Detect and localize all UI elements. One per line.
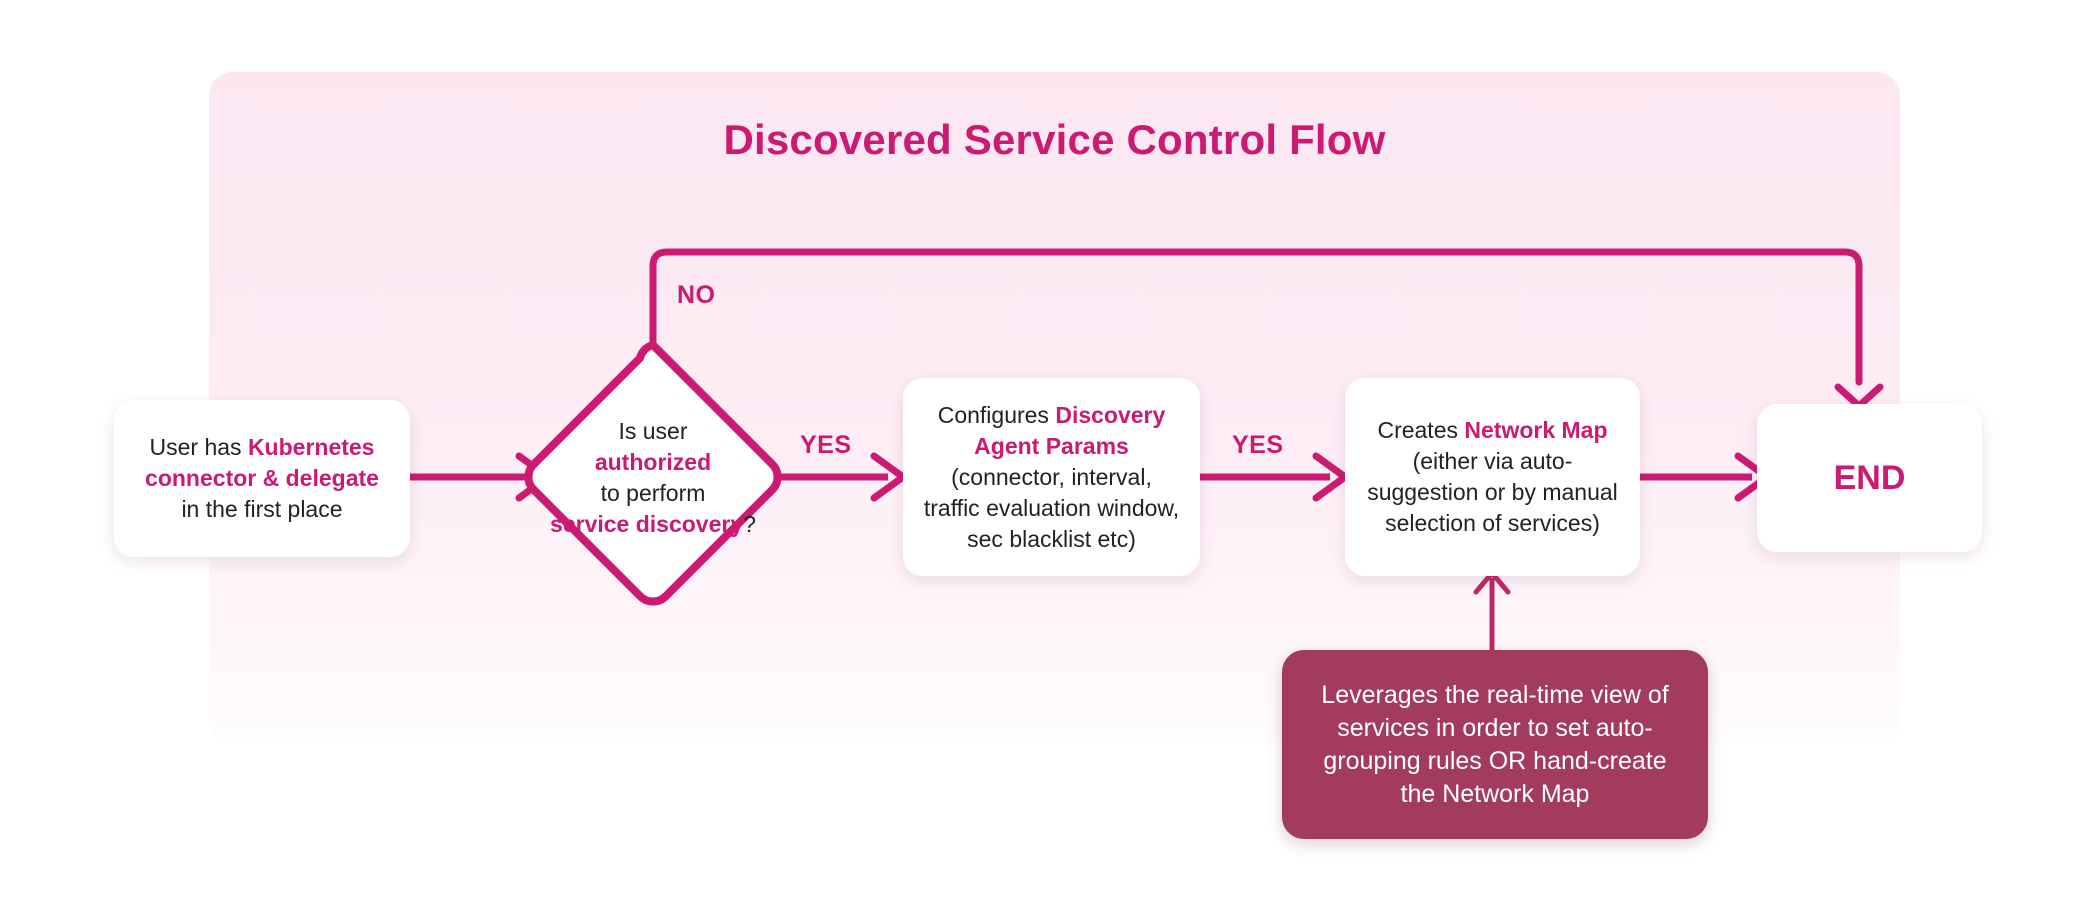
network-map-node-line-3: suggestion or by manual [1367,479,1618,505]
note-line-3: grouping rules OR hand-create [1323,746,1667,775]
start-node-line-1: User has Kubernetes [149,434,375,460]
decision-node[interactable]: Is user authorized to perform service di… [533,400,773,555]
decision-node-shape[interactable] [524,341,782,606]
network-map-node-line-4: selection of services) [1385,510,1600,536]
configure-node-line-3: (connector, interval, [951,463,1152,490]
start-node-label: User has Kubernetes connector & delegate… [145,432,379,525]
configure-node-label: Configures Discovery Agent Params (conne… [924,400,1179,555]
network-map-node-shape[interactable] [1345,378,1640,576]
note-line-1: Leverages the real-time view of [1321,680,1669,709]
configure-node-line-5: sec blacklist etc) [967,525,1136,552]
diagram-title: Discovered Service Control Flow [209,110,1900,170]
network-map-node-line-1: Creates Network Map [1377,417,1608,443]
note-callout-shape[interactable] [1282,650,1708,839]
configure-node-line-1: Configures Discovery [937,401,1166,428]
network-map-node[interactable]: Creates Network Map (either via auto- su… [1345,378,1640,576]
end-node[interactable]: END [1757,404,1982,552]
configure-node[interactable]: Configures Discovery Agent Params (conne… [903,378,1200,576]
configure-node-line-4: traffic evaluation window, [923,494,1180,521]
decision-node-label: Is user authorized to perform service di… [550,416,756,540]
decision-node-line-2: authorized [594,448,712,475]
end-node-label: END [1833,458,1906,497]
note-line-2: services in order to set auto- [1337,713,1653,742]
note-line-4: the Network Map [1400,779,1590,808]
note-callout-label: Leverages the real-time view of services… [1321,679,1668,811]
start-node[interactable]: User has Kubernetes connector & delegate… [114,400,410,557]
decision-node-line-1: Is user [618,417,688,444]
edge-label-yes-2: YES [1232,431,1284,459]
start-node-line-3: in the first place [181,496,343,522]
start-node-line-2: connector & delegate [145,465,379,491]
diagram-title-text: Discovered Service Control Flow [723,116,1386,163]
start-node-shape[interactable] [114,400,410,557]
decision-node-line-4: service discovery? [550,510,756,537]
network-map-node-label: Creates Network Map (either via auto- su… [1367,415,1618,539]
decision-node-line-3: to perform [600,479,706,506]
configure-node-line-2: Agent Params [974,432,1129,459]
configure-node-shape[interactable] [903,378,1200,576]
edge-label-no: NO [677,281,716,309]
network-map-node-line-2: (either via auto- [1412,448,1573,474]
note-callout[interactable]: Leverages the real-time view of services… [1282,650,1708,839]
end-node-shape[interactable] [1757,404,1982,552]
edge-label-yes-1: YES [800,431,852,459]
